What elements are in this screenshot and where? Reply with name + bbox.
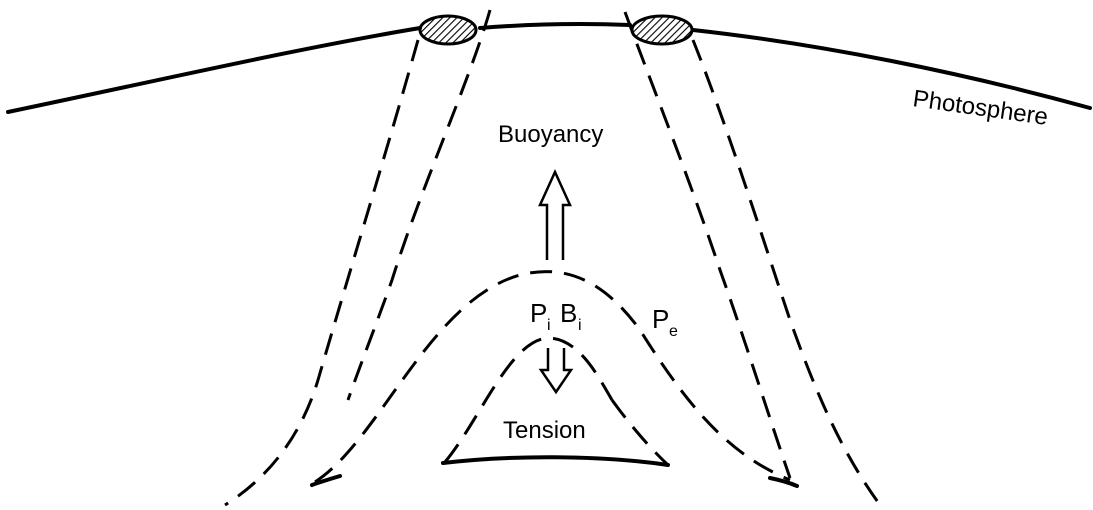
hollow-down-arrow-icon <box>538 348 574 395</box>
right-sunspot-icon <box>630 14 694 46</box>
p-e-sub: e <box>669 323 678 340</box>
left-foot-line <box>310 474 342 487</box>
p-i-sub: i <box>547 317 551 334</box>
p-i-main: P <box>530 298 547 328</box>
outer-tube-right-leg <box>691 39 882 506</box>
tension-right-edge <box>610 399 670 467</box>
photosphere-line <box>6 26 422 114</box>
external-pressure-label: P e <box>652 304 678 340</box>
photosphere-line-right <box>691 28 1092 110</box>
photosphere-line-middle <box>478 22 632 30</box>
b-i-sub: i <box>578 317 582 334</box>
rising-arch-inner <box>443 336 614 463</box>
tension-base-line <box>441 455 670 467</box>
left-sunspot-icon <box>418 14 478 46</box>
p-e-main: P <box>652 304 669 334</box>
b-i-main: B <box>560 298 577 328</box>
internal-pressure-field-label: P i B i <box>530 298 582 334</box>
outer-tube-left-leg <box>224 39 420 507</box>
tension-label: Tension <box>503 417 586 444</box>
rising-arch-outer <box>314 270 791 484</box>
buoyancy-label: Buoyancy <box>498 121 603 148</box>
hollow-up-arrow-icon <box>538 168 572 260</box>
right-foot-line <box>768 476 799 488</box>
outer-tube-right-leg-inner <box>623 11 792 479</box>
